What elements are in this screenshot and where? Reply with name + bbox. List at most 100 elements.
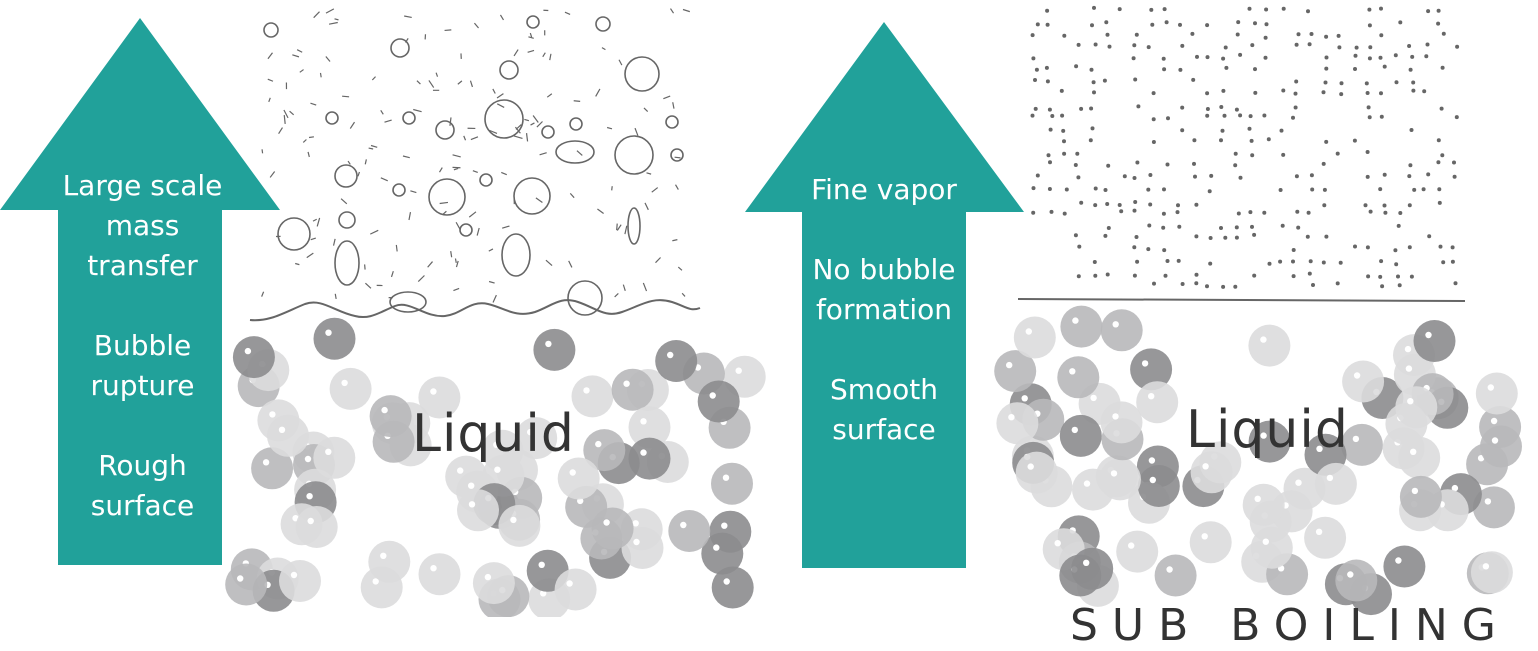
vapor-dot: [1194, 234, 1198, 238]
vapor-dot: [1292, 248, 1296, 252]
vapor-dash: [500, 15, 503, 20]
vapor-dot: [1383, 173, 1387, 177]
vapor-dot: [1295, 174, 1299, 178]
vapor-dot: [1065, 188, 1069, 192]
particle-highlight: [269, 411, 275, 417]
bubble: [500, 61, 518, 79]
vapor-dot: [1238, 113, 1242, 117]
liquid-particle: [1304, 517, 1346, 559]
vapor-dash: [455, 259, 456, 263]
vapor-dot: [1206, 55, 1210, 59]
vapor-dot: [1422, 89, 1426, 93]
vapor-dot: [1219, 105, 1223, 109]
arrow-label-large-scale: Large scale: [50, 166, 235, 206]
bubble: [514, 178, 550, 214]
particle-highlight: [736, 368, 742, 374]
particle-highlight: [1425, 332, 1431, 338]
vapor-dot: [1235, 236, 1239, 240]
vapor-dot: [1074, 64, 1078, 68]
vapor-dot: [1178, 23, 1182, 27]
vapor-dot: [1367, 105, 1371, 109]
vapor-dash: [365, 283, 371, 288]
vapor-dot: [1411, 89, 1415, 93]
particle-highlight: [1255, 496, 1261, 502]
particle-highlight: [595, 441, 601, 447]
vapor-dot: [1045, 9, 1049, 13]
liquid-particle: [1071, 548, 1113, 590]
vapor-dash: [673, 102, 674, 108]
vapor-dot: [1297, 32, 1301, 36]
particle-highlight: [245, 348, 251, 354]
vapor-dot: [1205, 91, 1209, 95]
vapor-dash: [502, 226, 509, 228]
vapor-dash: [436, 73, 437, 77]
particle-highlight: [1202, 533, 1208, 539]
vapor-dash: [445, 30, 452, 31]
vapor-dot: [1094, 43, 1098, 47]
vapor-dot: [1165, 20, 1169, 24]
vapor-dot: [1310, 32, 1314, 36]
vapor-dot: [1394, 262, 1398, 266]
bubble: [326, 112, 338, 124]
particle-highlight: [279, 427, 285, 433]
bubble: [628, 208, 640, 244]
vapor-dot: [1426, 172, 1430, 176]
vapor-dot: [1281, 89, 1285, 93]
bubble: [335, 241, 359, 285]
vapor-dot: [1407, 174, 1411, 178]
vapor-dash: [381, 110, 384, 114]
bubbles-above-rough-surface: [262, 9, 690, 315]
vapor-dot: [1152, 117, 1156, 121]
vapor-dot: [1369, 210, 1373, 214]
vapor-dot: [1310, 188, 1314, 192]
vapor-dot: [1307, 211, 1311, 215]
vapor-dot: [1355, 46, 1359, 50]
particle-highlight: [1406, 365, 1412, 371]
vapor-dash: [607, 128, 612, 129]
vapor-dot: [1133, 78, 1137, 82]
vapor-dash: [311, 238, 316, 240]
vapor-dot: [1152, 282, 1156, 286]
vapor-dash: [409, 212, 410, 220]
particle-highlight: [680, 522, 686, 528]
vapor-dot: [1193, 175, 1197, 179]
particle-highlight: [633, 520, 639, 526]
vapor-dot: [1074, 233, 1078, 237]
liquid-particle: [1060, 306, 1102, 348]
vapor-dot: [1223, 236, 1227, 240]
vapor-dash: [329, 23, 338, 25]
vapor-dash: [546, 260, 552, 265]
particle-highlight: [1295, 480, 1301, 486]
vapor-dot: [1440, 153, 1444, 157]
particle-highlight: [1113, 321, 1119, 327]
vapor-dash: [501, 172, 507, 174]
vapor-dot: [1146, 247, 1150, 251]
bubble: [556, 141, 594, 163]
vapor-dash: [565, 12, 570, 14]
liquid-particle: [1480, 426, 1522, 468]
particle-highlight: [1491, 418, 1497, 424]
vapor-dot: [1308, 42, 1312, 46]
particle-highlight: [1405, 346, 1411, 352]
liquid-particle: [313, 437, 355, 479]
bubble: [480, 174, 492, 186]
vapor-dash: [410, 191, 416, 193]
vapor-dash: [615, 293, 619, 296]
vapor-dot: [1104, 20, 1108, 24]
vapor-dot: [1191, 78, 1195, 82]
vapor-dash: [404, 16, 412, 17]
vapor-dot: [1306, 235, 1310, 239]
vapor-dot: [1233, 285, 1237, 289]
vapor-dot: [1452, 161, 1456, 165]
vapor-dot: [1093, 260, 1097, 264]
bubble: [485, 100, 523, 138]
vapor-dot: [1324, 235, 1328, 239]
vapor-dot: [1236, 20, 1240, 24]
vapor-dash: [284, 115, 285, 124]
liquid-particle: [1243, 484, 1285, 526]
arrow-label-formation: formation: [794, 290, 974, 330]
vapor-dash: [533, 115, 538, 122]
vapor-dot: [1366, 91, 1370, 95]
vapor-dot: [1398, 20, 1402, 24]
vapor-dot: [1105, 202, 1109, 206]
